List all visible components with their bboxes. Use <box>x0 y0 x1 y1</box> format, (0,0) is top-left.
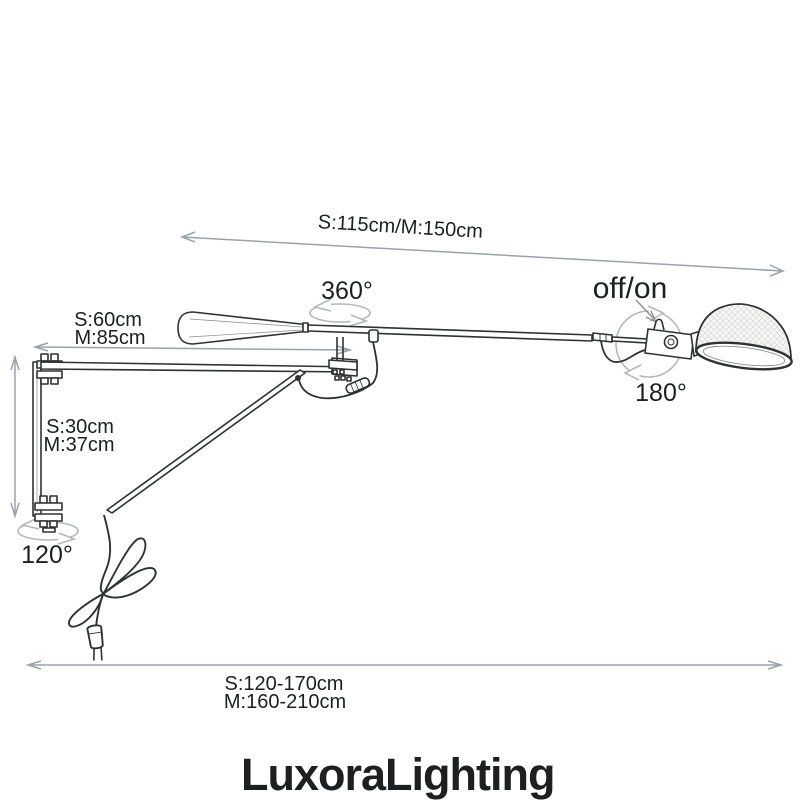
label-off-on: off/on <box>593 272 668 305</box>
lamp-shade <box>695 303 793 371</box>
arrow-left-icon <box>32 342 49 352</box>
lamp-drawing <box>32 303 793 661</box>
arrow-down-icon <box>10 502 20 519</box>
dimension-line-arm <box>179 231 785 277</box>
rotation-360-icon <box>309 298 371 327</box>
dimension-line-reach <box>25 660 784 670</box>
support-bar <box>40 361 357 373</box>
arm-cable-clip <box>368 329 379 343</box>
label-back-arm-m: M:85cm <box>74 327 145 349</box>
brand-logo: Luxora Lighting <box>241 749 555 800</box>
arrow-right-icon <box>336 345 353 355</box>
arrow-up-icon <box>10 354 20 371</box>
label-plate-s: S:30cm <box>46 416 114 438</box>
label-360: 360° <box>321 277 373 305</box>
pivot-post <box>328 337 358 375</box>
middle-cable <box>294 341 379 400</box>
switch-knob <box>653 318 665 331</box>
diagonal-brace <box>106 369 306 514</box>
wall-plate <box>32 361 42 517</box>
label-180: 180° <box>635 379 687 407</box>
brand-part1: Luxora <box>241 749 387 800</box>
counterweight-cone <box>177 311 309 345</box>
rotation-180-icon <box>615 305 683 381</box>
arrow-right-icon <box>769 264 785 277</box>
arrow-right-icon <box>767 660 784 670</box>
dimension-lines <box>10 231 785 670</box>
dimension-line-plate <box>10 354 20 519</box>
main-arm <box>307 324 593 342</box>
label-120: 120° <box>21 541 73 569</box>
power-cord <box>68 514 157 661</box>
label-plate-m: M:37cm <box>43 434 114 456</box>
labels: S:115cm/M:150cm 360° off/on S:60cm M:85c… <box>21 211 687 713</box>
arrow-left-icon <box>179 231 196 243</box>
label-arm-length: S:115cm/M:150cm <box>317 211 483 243</box>
dimension-line-back-arm <box>32 342 353 355</box>
brand-part2: Lighting <box>385 749 554 800</box>
bottom-hinge-bracket <box>34 495 63 533</box>
power-plug-icon <box>86 624 104 661</box>
head-wire <box>600 340 646 363</box>
rotation-symbols <box>17 298 683 545</box>
label-reach-m: M:160-210cm <box>224 691 346 713</box>
label-reach-s: S:120-170cm <box>225 673 344 695</box>
label-back-arm-s: S:60cm <box>74 309 142 331</box>
arrow-left-icon <box>25 660 42 670</box>
